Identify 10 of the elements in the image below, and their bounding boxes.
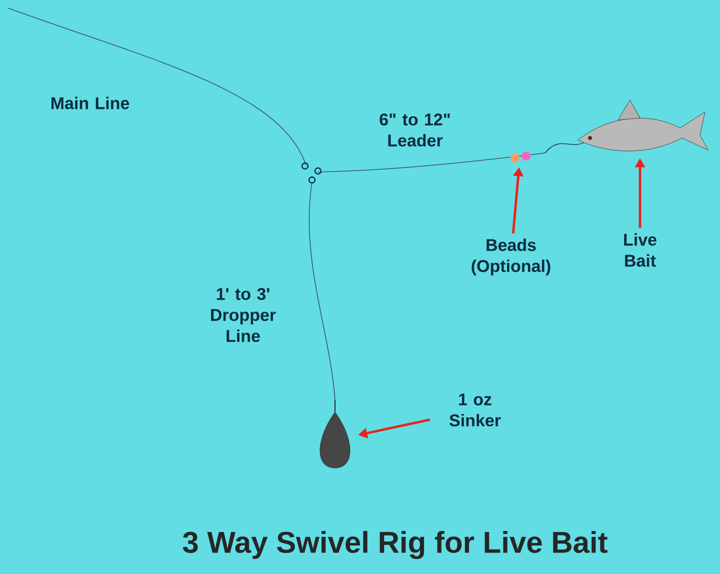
sinker-drawing (320, 400, 350, 468)
callout-text: 1 oz Sinker (450, 394, 501, 426)
fish-drawing (544, 100, 708, 154)
line-label: 6" to 12" Leader (380, 113, 450, 147)
line-label: Main Line (51, 96, 130, 110)
callout-text: Beads (Optional) (472, 238, 550, 276)
callout-text: Live Bait (624, 233, 656, 267)
line-label: 1' to 3' Dropper Line (211, 288, 276, 342)
beads-drawing (510, 152, 530, 162)
title: 3 Way Swivel Rig for Live Bait (182, 530, 608, 560)
